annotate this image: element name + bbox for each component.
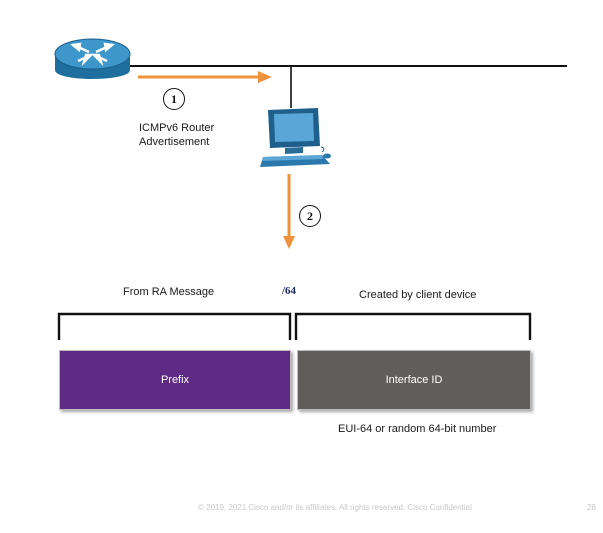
brackets — [57, 312, 532, 340]
ra-arrow — [138, 71, 272, 83]
prefix-bracket — [57, 312, 292, 340]
pc-icon — [260, 108, 331, 167]
ra-label: ICMPv6 Router Advertisement — [139, 121, 214, 149]
slaac-arrow — [283, 174, 295, 249]
ra-label-line2: Advertisement — [139, 136, 210, 148]
network-diagram — [54, 38, 567, 249]
step-1-badge: 1 — [163, 88, 185, 110]
prefix-block: Prefix — [59, 350, 291, 410]
interface-id-block: Interface ID — [297, 350, 531, 410]
from-ra-label: From RA Message — [123, 286, 215, 298]
interface-note: EUI-64 or random 64-bit number — [338, 423, 497, 435]
step-2-badge: 2 — [299, 205, 321, 227]
ra-label-line1: ICMPv6 Router — [139, 122, 215, 134]
interface-bracket — [294, 312, 532, 340]
router-icon — [54, 38, 131, 79]
prefix-length-label: /64 — [282, 285, 297, 297]
created-by-label: Created by client device — [359, 289, 477, 301]
footer-copyright: © 2019, 2021 Cisco and/or its affiliates… — [198, 503, 472, 512]
page-number: 28 — [587, 503, 596, 512]
